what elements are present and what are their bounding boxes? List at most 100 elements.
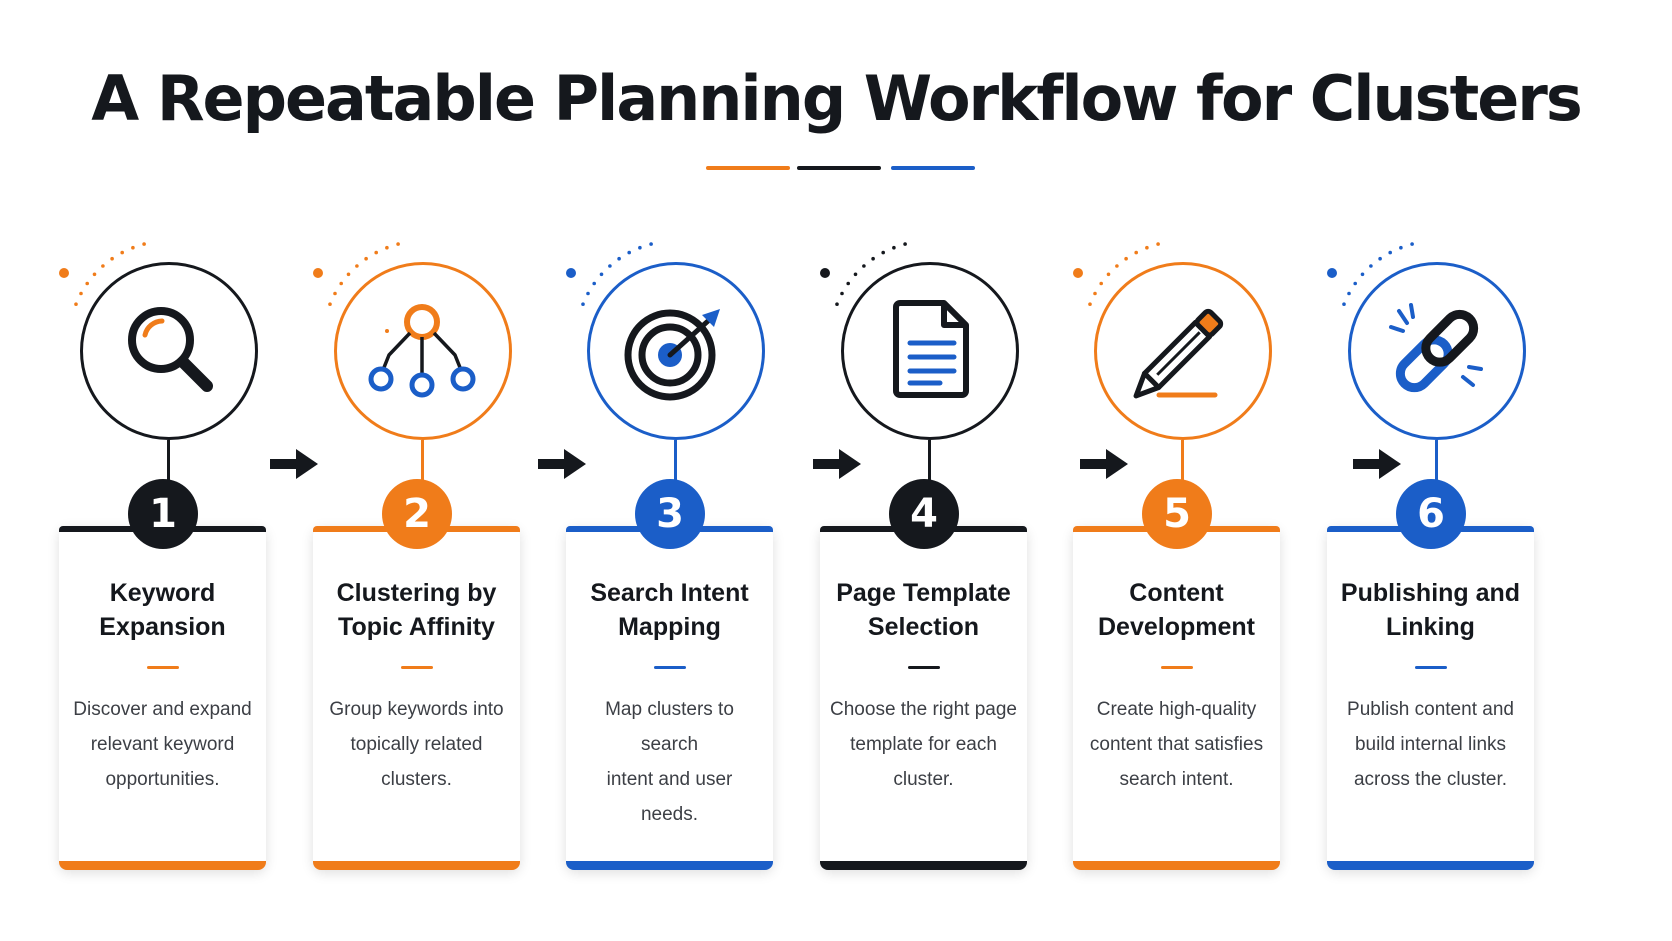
dot-small bbox=[346, 272, 351, 277]
step-description: Map clusters to search intent and user n… bbox=[605, 699, 734, 825]
step-card: Clustering by Topic Affinity Group keywo… bbox=[313, 526, 520, 870]
dot-small bbox=[1353, 281, 1357, 286]
card-bottom-bar bbox=[1327, 861, 1534, 870]
dot-small bbox=[131, 245, 135, 250]
step-card: Page Template Selection Choose the right… bbox=[820, 526, 1027, 870]
title-underline-blue bbox=[891, 166, 975, 170]
step-number-badge: 4 bbox=[889, 479, 959, 549]
dot-small bbox=[364, 256, 368, 261]
step-icon-circle bbox=[1348, 262, 1526, 440]
workflow-step-4: Page Template Selection Choose the right… bbox=[820, 220, 1040, 880]
decorative-dots bbox=[566, 242, 653, 306]
title-underline-orange bbox=[706, 166, 790, 170]
step-number-badge: 6 bbox=[1396, 479, 1466, 549]
connector-stem bbox=[674, 440, 677, 480]
dot-small bbox=[120, 250, 124, 255]
dot-small bbox=[355, 264, 359, 268]
dot-small bbox=[1347, 291, 1351, 296]
step-description: Discover and expand relevant keyword opp… bbox=[73, 699, 252, 790]
dot-large bbox=[1073, 268, 1083, 278]
dot-small bbox=[74, 302, 78, 306]
dot-large bbox=[1327, 268, 1337, 278]
dot-small bbox=[1360, 272, 1365, 277]
document-icon bbox=[893, 300, 969, 398]
step-icon-circle bbox=[1094, 262, 1272, 440]
step-description: Create high-quality content that satisfi… bbox=[1089, 699, 1264, 790]
step-icon-circle bbox=[80, 262, 258, 440]
workflow-step-3: Search Intent Mapping Map clusters to se… bbox=[566, 220, 786, 880]
dot-small bbox=[649, 242, 653, 246]
dot-small bbox=[1134, 250, 1138, 255]
dot-small bbox=[85, 281, 89, 286]
card-bottom-bar bbox=[313, 861, 520, 870]
dot-small bbox=[374, 250, 378, 255]
target-icon bbox=[624, 309, 720, 401]
card-bottom-bar bbox=[1073, 861, 1280, 870]
dot-small bbox=[1410, 242, 1414, 246]
step-icon-circle bbox=[587, 262, 765, 440]
dot-small bbox=[1156, 242, 1160, 246]
dot-large bbox=[313, 268, 323, 278]
dot-small bbox=[1388, 250, 1392, 255]
dot-small bbox=[142, 242, 146, 246]
dot-small bbox=[101, 264, 105, 268]
step-description: Group keywords into topically related cl… bbox=[329, 699, 504, 790]
dot-small bbox=[339, 281, 343, 286]
dot-small bbox=[1369, 264, 1373, 268]
decorative-dots bbox=[820, 242, 907, 306]
step-title: Search Intent Mapping bbox=[590, 579, 749, 641]
dot-small bbox=[79, 291, 83, 296]
step-title: Clustering by Topic Affinity bbox=[336, 579, 497, 641]
step-title: Keyword Expansion bbox=[99, 579, 226, 641]
connector-stem bbox=[1181, 440, 1184, 480]
connector-stem bbox=[421, 440, 424, 480]
arrow-right-icon bbox=[538, 449, 586, 479]
dot-small bbox=[396, 242, 400, 246]
dot-small bbox=[840, 291, 844, 296]
workflow-step-6: Publishing and Linking Publish content a… bbox=[1327, 220, 1547, 880]
card-separator bbox=[147, 666, 179, 669]
dot-small bbox=[1099, 281, 1103, 286]
magnifier-icon bbox=[128, 307, 213, 392]
dot-small bbox=[846, 281, 850, 286]
dot-small bbox=[903, 242, 907, 246]
card-separator bbox=[1161, 666, 1193, 669]
dot-small bbox=[853, 272, 858, 277]
workflow-step-5: Content Development Create high-quality … bbox=[1073, 220, 1293, 880]
dot-small bbox=[892, 245, 896, 250]
dot-small bbox=[627, 250, 631, 255]
page-title: A Repeatable Planning Workflow for Clust… bbox=[91, 62, 1583, 135]
arrow-right-icon bbox=[813, 449, 861, 479]
card-bottom-bar bbox=[566, 861, 773, 870]
card-separator bbox=[1415, 666, 1447, 669]
dot-small bbox=[1145, 245, 1149, 250]
step-number-badge: 2 bbox=[382, 479, 452, 549]
hierarchy-icon bbox=[368, 304, 476, 398]
dot-large bbox=[820, 268, 830, 278]
step-description: Publish content and build internal links… bbox=[1347, 699, 1514, 790]
decorative-dots bbox=[1073, 242, 1160, 306]
card-separator bbox=[401, 666, 433, 669]
dot-small bbox=[581, 302, 585, 306]
decorative-dots bbox=[1327, 242, 1414, 306]
step-title: Publishing and Linking bbox=[1340, 579, 1521, 641]
connector-stem bbox=[928, 440, 931, 480]
dot-small bbox=[385, 245, 389, 250]
dot-small bbox=[92, 272, 97, 277]
dot-small bbox=[608, 264, 612, 268]
step-card: Keyword Expansion Discover and expand re… bbox=[59, 526, 266, 870]
step-card: Publishing and Linking Publish content a… bbox=[1327, 526, 1534, 870]
arrow-right-icon bbox=[1080, 449, 1128, 479]
dot-small bbox=[835, 302, 839, 306]
connector-stem bbox=[167, 440, 170, 480]
title-underline-black bbox=[797, 166, 881, 170]
dot-small bbox=[1399, 245, 1403, 250]
step-number-badge: 1 bbox=[128, 479, 198, 549]
dot-small bbox=[328, 302, 332, 306]
dot-small bbox=[1124, 256, 1128, 261]
step-number-badge: 3 bbox=[635, 479, 705, 549]
arrow-right-icon bbox=[270, 449, 318, 479]
step-number-badge: 5 bbox=[1142, 479, 1212, 549]
dot-small bbox=[1342, 302, 1346, 306]
step-card: Content Development Create high-quality … bbox=[1073, 526, 1280, 870]
